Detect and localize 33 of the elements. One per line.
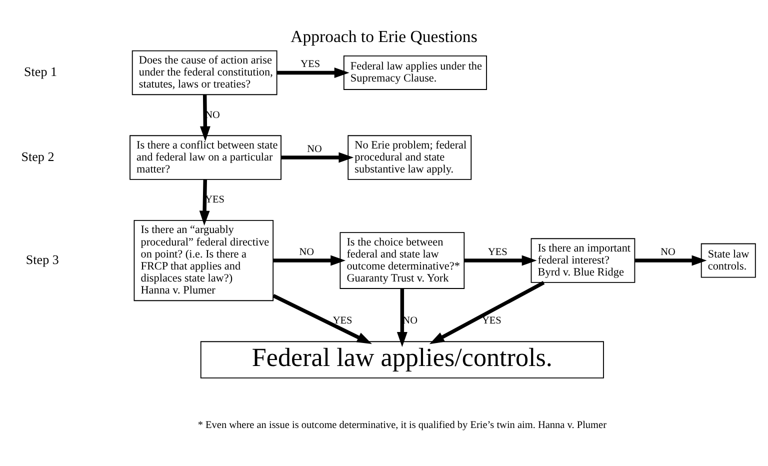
arrow [396,288,408,347]
node-box: Is there a conflict between state and federal law on a particular matter? [130,134,282,180]
arrow [200,94,210,141]
node-box: State law controls. [700,242,756,278]
arrow [281,152,354,162]
edge-label: NO [307,143,322,154]
edge-label: NO [402,315,418,326]
arrow [277,66,350,78]
arrow [272,294,372,344]
edge-label: YES [488,246,508,258]
arrow [464,254,537,266]
arrow [199,179,210,226]
caption: * Even where an issue is outcome determinative, it is qualified by Erie’s twin aim. Hanna v. Plumer [198,420,607,431]
label: Step 2 [21,148,54,164]
edge-label: NO [660,246,676,258]
edge-label: YES [205,194,225,206]
diagram-title: Approach to Erie Questions [290,26,478,46]
node-box: Does the cause of action arise under the federal constitution, statutes, laws or treaties? [132,50,278,95]
edge-label: YES [482,315,502,326]
edge-label: NO [299,246,314,258]
arrow [273,254,346,266]
arrow [635,254,707,266]
edge-label: YES [332,315,352,326]
label: Step 3 [26,251,59,266]
node-box: No Erie problem; federal procedural and state substantive law apply. [348,134,472,180]
node-box: Is there an “arguably procedural” federal directive on point? (i.e. Is there a FRCP that applies and displaces state law?) Hanna v. Plumer [134,219,274,301]
arrow [429,280,545,344]
label: Step 1 [24,64,58,79]
node-box: Federal law applies/controls. [200,340,604,378]
node-box: Is there an important federal interest? Byrd v. Blue Ridge [530,238,636,282]
edge-label: YES [300,58,320,70]
node-box: Is the choice between federal and state law outcome determinative?* Guaranty Trust v. York [340,232,465,288]
node-box: Federal law applies under the Supremacy Clause. [343,54,487,90]
